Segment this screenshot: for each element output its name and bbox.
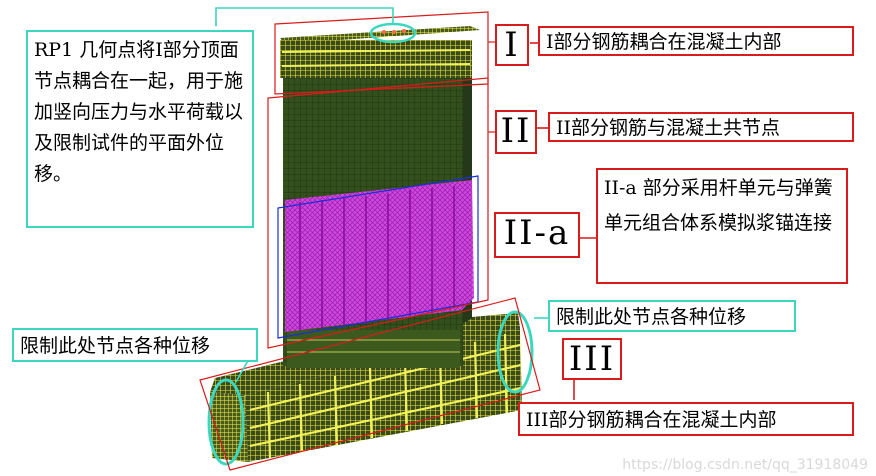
part3-description: ⅠⅠⅠ部分钢筋耦合在混凝土内部 bbox=[518, 402, 854, 436]
part2a-roman-label: ⅠⅠ-a bbox=[494, 212, 580, 258]
rp1-coupling-note: RP1 几何点将Ⅰ部分顶面节点耦合在一起，用于施加竖向压力与水平荷载以及限制试件… bbox=[26, 30, 254, 228]
top-beam-front-face bbox=[280, 40, 472, 78]
rp1-leader bbox=[215, 7, 394, 26]
part2-frame bbox=[267, 77, 489, 349]
fixed-end-right-marker bbox=[496, 310, 534, 394]
part2-roman-label: ⅠⅠ bbox=[495, 110, 537, 154]
part1-roman-label: Ⅰ bbox=[495, 24, 529, 66]
wall-lower-band bbox=[287, 330, 460, 368]
part3-roman-label: ⅠⅠⅠ bbox=[562, 338, 622, 380]
part2-description: ⅠⅠ部分钢筋与混凝土共节点 bbox=[548, 112, 854, 142]
grout-zone bbox=[277, 175, 479, 339]
watermark: https://blog.csdn.net/qq_31918049 bbox=[622, 457, 868, 473]
base-beam-left-end bbox=[210, 392, 248, 462]
part3-frame bbox=[199, 297, 541, 471]
top-beam-top-face bbox=[280, 26, 480, 44]
part1-description: Ⅰ部分钢筋耦合在混凝土内部 bbox=[538, 26, 854, 56]
fixed-end-left-marker bbox=[207, 378, 245, 466]
fixed-end-left-note: 限制此处节点各种位移 bbox=[12, 328, 258, 362]
grout-zone-mesh bbox=[285, 180, 474, 332]
fixed-end-right-note: 限制此处节点各种位移 bbox=[548, 300, 796, 332]
top-beam bbox=[280, 22, 480, 78]
part2a-description: ⅠⅠ-a 部分采用杆单元与弹簧单元组合体系模拟浆锚连接 bbox=[596, 168, 848, 284]
